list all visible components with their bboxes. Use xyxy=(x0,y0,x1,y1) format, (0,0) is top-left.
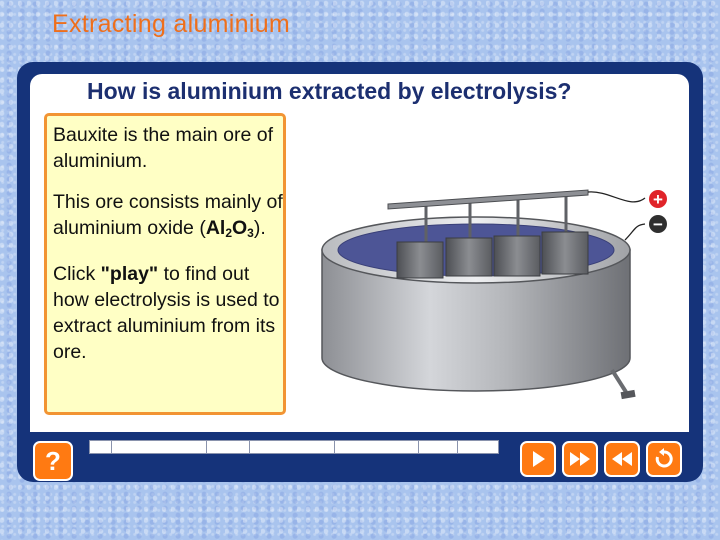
help-button[interactable]: ? xyxy=(33,441,73,481)
positive-symbol: + xyxy=(653,190,663,209)
info-paragraph-bauxite: Bauxite is the main ore of aluminium. xyxy=(53,124,274,172)
formula-al: Al xyxy=(205,217,226,239)
fast-forward-button[interactable] xyxy=(562,441,598,477)
negative-terminal-icon xyxy=(649,215,667,233)
negative-wire xyxy=(624,223,646,241)
formula-sub-2: 2 xyxy=(225,226,232,240)
rewind-icon xyxy=(612,452,632,466)
tap-pipe xyxy=(610,368,628,394)
play-button[interactable] xyxy=(520,441,556,477)
negative-symbol: − xyxy=(653,215,663,234)
progress-segment xyxy=(335,441,419,453)
electrolysis-cell-diagram: + − xyxy=(321,189,667,400)
play-text-start: Click xyxy=(53,263,101,285)
info-paragraph-play: Click "play" to find out how electrolysi… xyxy=(53,261,283,365)
positive-terminal-icon xyxy=(649,190,667,208)
progress-bar[interactable] xyxy=(89,440,499,454)
play-word: "play" xyxy=(100,263,159,285)
replay-icon xyxy=(655,448,673,468)
rewind-button[interactable] xyxy=(604,441,640,477)
progress-segment xyxy=(112,441,207,453)
formula-o: O xyxy=(232,217,248,239)
cell-wall xyxy=(321,249,631,392)
progress-segment xyxy=(458,441,498,453)
progress-segment xyxy=(250,441,335,453)
anode-blocks xyxy=(396,231,589,279)
tap-handle xyxy=(620,389,636,400)
info-paragraph-oxide: This ore consists mainly of aluminium ox… xyxy=(53,189,283,246)
info-box: Bauxite is the main ore of aluminium. Th… xyxy=(44,113,286,415)
oxide-text-end: ). xyxy=(253,217,266,239)
progress-segment xyxy=(207,441,250,453)
formula: Al2O3 xyxy=(205,217,254,240)
progress-segment xyxy=(90,441,112,453)
anode-rods xyxy=(424,196,568,242)
help-icon: ? xyxy=(45,445,61,476)
page-title: Extracting aluminium xyxy=(52,10,291,38)
formula-sub-3: 3 xyxy=(247,226,254,240)
oxide-text: This ore consists mainly of aluminium ox… xyxy=(53,191,283,239)
fast-forward-icon xyxy=(570,452,590,466)
positive-wire xyxy=(587,191,646,203)
progress-segment xyxy=(419,441,458,453)
busbar xyxy=(387,189,589,210)
play-text-end: to find out how electrolysis is used to … xyxy=(53,263,280,363)
replay-button[interactable] xyxy=(646,441,682,477)
play-icon xyxy=(533,451,545,467)
slide-title: How is aluminium extracted by electrolys… xyxy=(87,78,572,104)
